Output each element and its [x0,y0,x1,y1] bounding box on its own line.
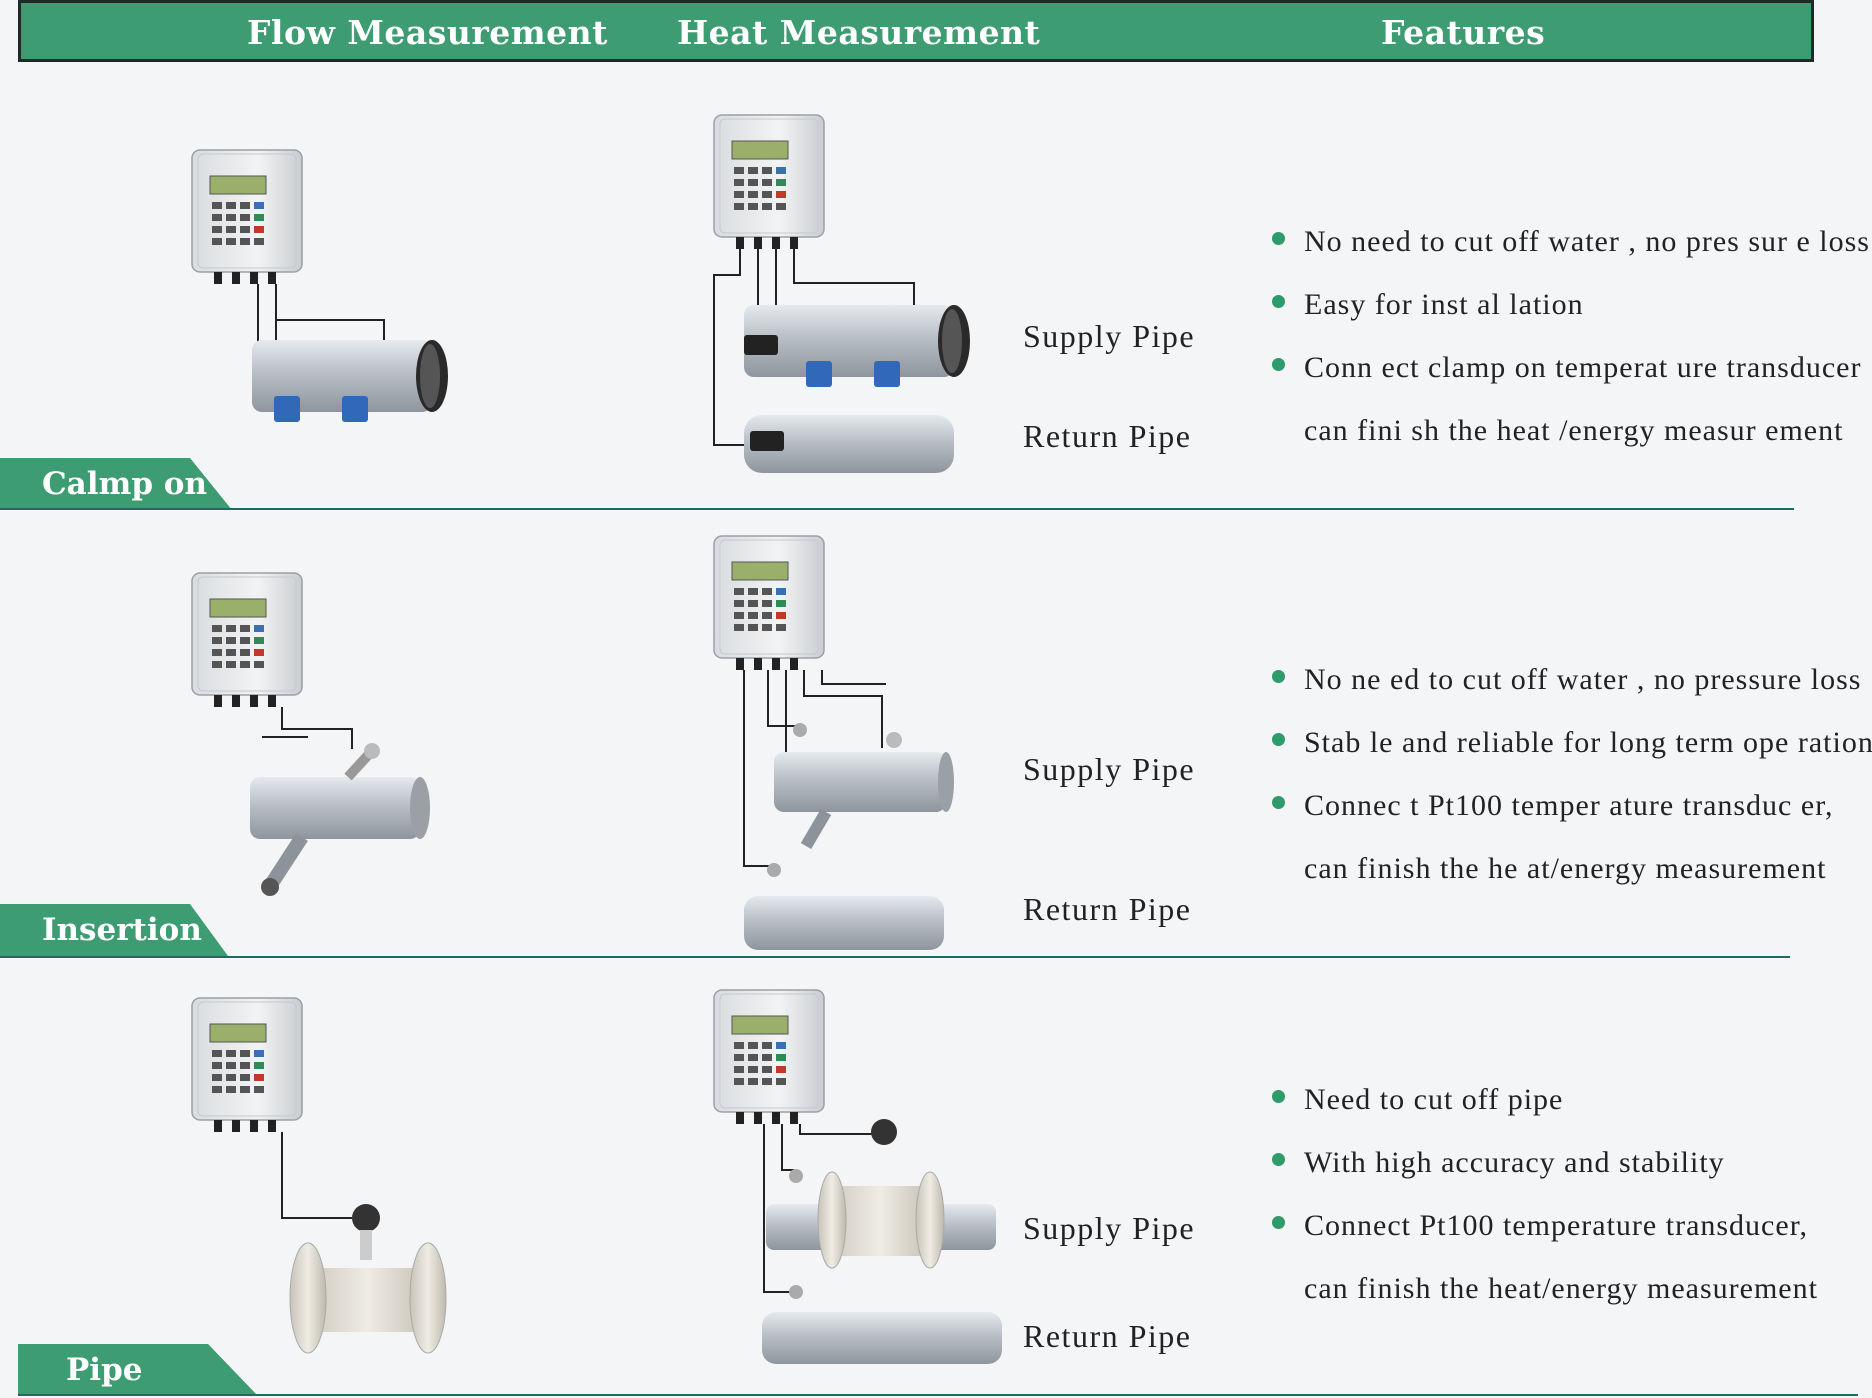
feature-item: Connect Pt100 temperature transducer, [1272,1194,1862,1257]
feature-item: With high accuracy and stability [1272,1131,1862,1194]
supply-pipe-label: Supply Pipe [1023,318,1196,354]
feature-item-continued: can fini sh the heat /energy measur emen… [1304,414,1844,447]
table-header: Flow Measurement Heat Measurement Featur… [18,0,1814,62]
features-list: Need to cut off pipe With high accuracy … [1272,1068,1862,1320]
row-divider [0,956,1790,958]
header-features: Features [1381,13,1546,52]
row-tag-clamp-on: Calmp on [0,458,232,510]
feature-item: Easy for inst al lation [1272,273,1862,336]
bullet-icon [1272,1090,1285,1103]
pipe-heat-meter-icon [713,989,1002,1364]
feature-item-continued: can finish the heat/energy measurement [1304,1272,1818,1305]
bullet-icon [1272,796,1285,809]
features-list: No need to cut off water , no pres sur e… [1272,210,1869,462]
insertion-flow-meter-icon [191,572,430,896]
supply-pipe-label: Supply Pipe [1023,751,1196,787]
clamp-on-flow-meter-icon [191,149,448,422]
bullet-icon [1272,295,1285,308]
bullet-icon [1272,358,1285,371]
clamp-on-heat-meter-icon [713,114,970,473]
bullet-icon [1272,1153,1285,1166]
feature-item: Need to cut off pipe [1272,1068,1862,1131]
features-list: No ne ed to cut off water , no pressure … [1272,648,1872,900]
row-divider [18,1394,1858,1396]
header-heat-measurement: Heat Measurement [677,13,1041,52]
feature-item: No need to cut off water , no pres sur e… [1272,210,1869,273]
feature-item-continued: can finish the he at/energy measurement [1304,852,1827,885]
bullet-icon [1272,1216,1285,1229]
feature-item: No ne ed to cut off water , no pressure … [1272,648,1862,711]
return-pipe-label: Return Pipe [1023,1318,1192,1354]
return-pipe-label: Return Pipe [1023,891,1192,927]
feature-item: Stab le and reliable for long term ope r… [1272,711,1872,774]
bullet-icon [1272,232,1285,245]
header-flow-measurement: Flow Measurement [247,13,608,52]
return-pipe-label: Return Pipe [1023,418,1192,454]
bullet-icon [1272,670,1285,683]
pipe-flow-meter-icon [191,997,447,1354]
supply-pipe-label: Supply Pipe [1023,1210,1196,1246]
row-divider [0,508,1794,510]
feature-item: Connec t Pt100 temper ature transduc er, [1272,774,1862,837]
insertion-heat-meter-icon [713,535,954,950]
feature-item: Conn ect clamp on temperat ure transduce… [1272,336,1862,399]
bullet-icon [1272,733,1285,746]
row-tag-insertion: Insertion [0,904,228,956]
